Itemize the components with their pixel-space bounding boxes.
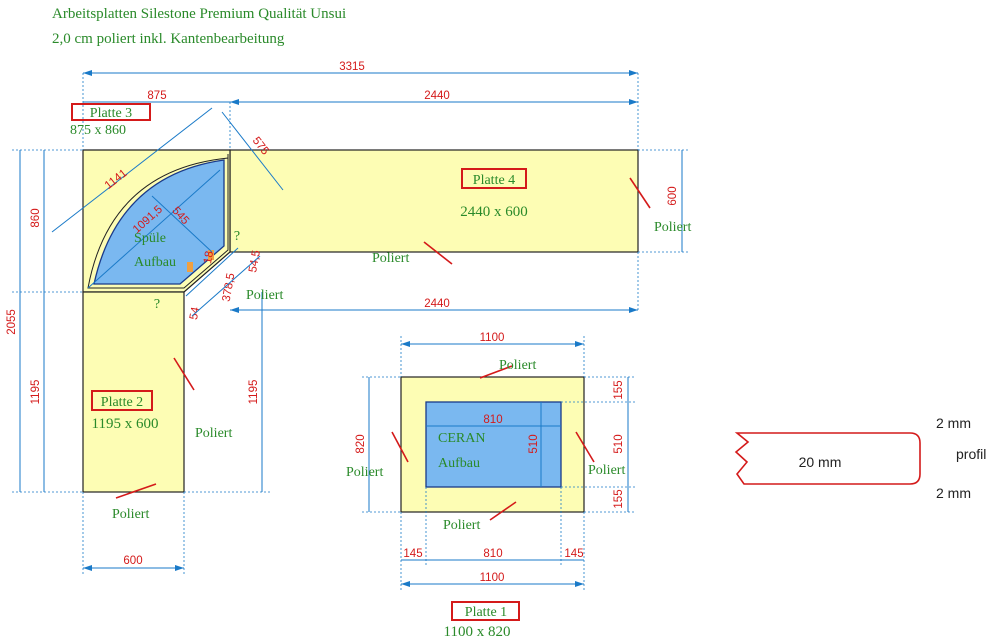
- dim-p1-145-left: 145: [403, 548, 422, 560]
- poliert-p3: Poliert: [246, 288, 283, 303]
- poliert-p1-left: Poliert: [346, 465, 383, 480]
- profile-bottom-mm: 2 mm: [936, 485, 971, 501]
- poliert-p4-bottom: Poliert: [372, 251, 409, 266]
- profile-thickness: 20 mm: [799, 454, 842, 470]
- platte1-label-box: [451, 601, 520, 621]
- edge-mark-p1-top: [479, 365, 513, 379]
- dim-1195-right: 1195: [248, 380, 260, 405]
- dim-54-5: 54,5: [247, 249, 263, 273]
- dim-line-575: [221, 111, 284, 191]
- dim-p1-1100-bottom: 1100: [480, 572, 505, 584]
- sink-corner-piece-2: [208, 250, 214, 260]
- question-mark-1: ?: [154, 297, 160, 312]
- platte4-label-box: [461, 168, 527, 189]
- poliert-p2-bottom: Poliert: [112, 507, 149, 522]
- poliert-p1-top: Poliert: [499, 358, 536, 373]
- dim-line-1091: [87, 169, 221, 289]
- dim-2440-bottom: 2440: [424, 298, 450, 310]
- dim-p1-145-right: 145: [564, 548, 583, 560]
- platte4-name: Platte 4: [473, 173, 515, 188]
- edge-mark-p2-right: [173, 357, 195, 391]
- dim-p1-155-bottom: 155: [613, 489, 625, 508]
- platte3-size: 875 x 860: [70, 123, 126, 138]
- header-subtitle: 2,0 cm poliert inkl. Kantenbearbeitung: [52, 31, 285, 47]
- platte1-size: 1100 x 820: [444, 624, 511, 640]
- header-title: Arbeitsplatten Silestone Premium Qualitä…: [52, 6, 347, 22]
- dim-860: 860: [30, 208, 42, 227]
- dim-600-p4: 600: [667, 186, 679, 205]
- edge-mark-p1-right: [575, 431, 595, 463]
- dim-p1-510: 510: [613, 434, 625, 453]
- dim-2440-top: 2440: [424, 90, 450, 102]
- edge-mark-p4-bottom: [423, 241, 453, 265]
- ceran-aufbau-label: Aufbau: [438, 456, 480, 471]
- edge-mark-p2-bottom: [115, 483, 157, 499]
- dim-line-1141: [51, 107, 213, 233]
- dim-p1-510-inner: 510: [528, 434, 540, 453]
- dim-1195-left: 1195: [30, 380, 42, 405]
- poliert-p1-right: Poliert: [588, 463, 625, 478]
- dim-378-5: 378,5: [221, 272, 238, 302]
- sink-aufbau-label: Aufbau: [134, 255, 176, 270]
- dim-2055: 2055: [6, 309, 18, 335]
- poliert-p4-right: Poliert: [654, 220, 691, 235]
- platte2-name: Platte 2: [101, 395, 143, 410]
- edge-mark-p1-left: [391, 431, 409, 463]
- poliert-p2-right: Poliert: [195, 426, 232, 441]
- dim-p1-1100-top: 1100: [480, 332, 505, 344]
- platte3-name: Platte 3: [90, 106, 132, 121]
- platte4-slab: [229, 149, 639, 253]
- profile-top-mm: 2 mm: [936, 415, 971, 431]
- dim-p1-820: 820: [355, 434, 367, 453]
- sink-corner-piece: [187, 262, 193, 272]
- dim-18: 18: [202, 250, 216, 265]
- dim-line-545: [151, 195, 213, 253]
- dim-p1-810-inner: 810: [483, 414, 502, 426]
- sink-label: Spüle: [134, 231, 166, 246]
- dim-3315: 3315: [339, 61, 365, 73]
- edge-profile: [734, 432, 921, 485]
- platte1-name: Platte 1: [465, 605, 507, 620]
- platte4-size: 2440 x 600: [460, 204, 528, 220]
- dim-p1-155-top: 155: [613, 380, 625, 399]
- dim-600-p2: 600: [123, 555, 142, 567]
- dim-875: 875: [147, 90, 166, 102]
- edge-mark-p4-right: [629, 177, 651, 209]
- ceran-cutout: [425, 401, 562, 488]
- edge-mark-p1-bottom: [489, 501, 517, 521]
- platte2-size: 1195 x 600: [92, 416, 159, 432]
- ceran-label: CERAN: [438, 431, 485, 446]
- question-mark-2: ?: [234, 229, 240, 244]
- profile-label: profil: [956, 446, 986, 462]
- platte2-label-box: [91, 390, 153, 411]
- dim-p1-810-bottom: 810: [483, 548, 502, 560]
- platte3-label-box: [71, 103, 151, 121]
- poliert-p1-bottom: Poliert: [443, 518, 480, 533]
